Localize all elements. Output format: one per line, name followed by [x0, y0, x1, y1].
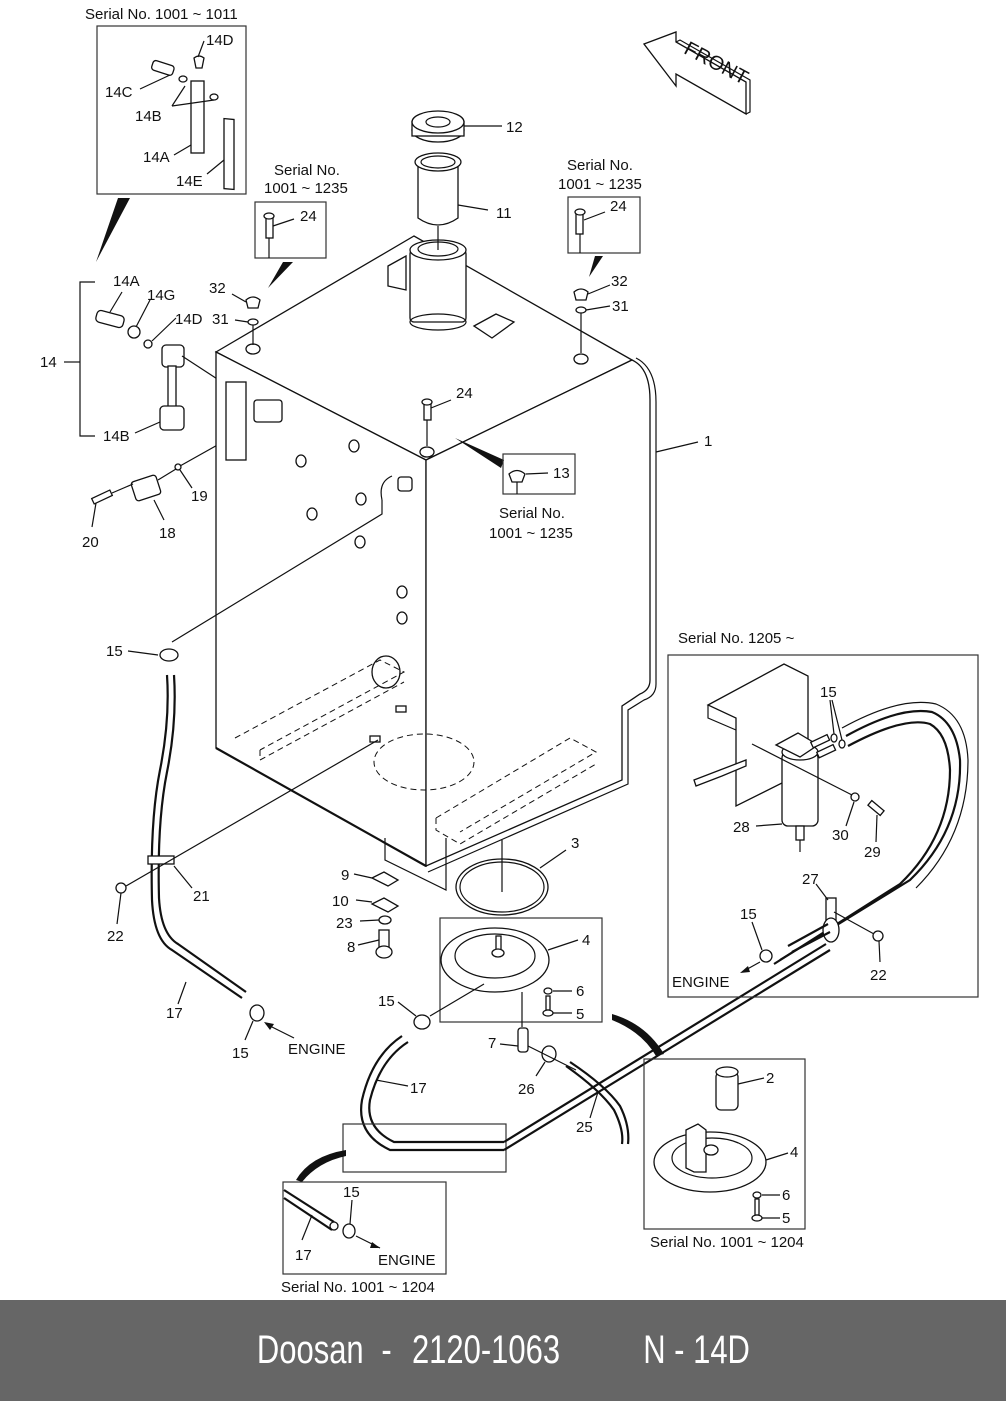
- serial-note-strainer: Serial No. 1001 ~ 1204: [650, 1234, 804, 1251]
- callout-21: 21: [193, 888, 210, 905]
- callout-26: 26: [518, 1081, 535, 1098]
- engine-label-filter-box: ENGINE: [672, 974, 730, 991]
- callout-12: 12: [506, 119, 523, 136]
- callout-18: 18: [159, 525, 176, 542]
- callout-15-engine-filter: 15: [740, 906, 757, 923]
- callout-32-right: 32: [611, 273, 628, 290]
- callout-14B: 14B: [103, 428, 130, 445]
- callout-17-center: 17: [410, 1080, 427, 1097]
- callout-14D: 14D: [175, 311, 203, 328]
- callout-14G: 14G: [147, 287, 175, 304]
- callout-10: 10: [332, 893, 349, 910]
- callout-24-mid: 24: [456, 385, 473, 402]
- callout-15-filter: 15: [820, 684, 837, 701]
- detail-box-bolt-left: Serial No. 1001 ~ 1235 24 32 31: [209, 162, 348, 345]
- callout-4-box: 4: [790, 1144, 798, 1161]
- cover-plate-parts: 19 18 20: [82, 419, 263, 551]
- filler-cap-and-strainer: 12 11: [411, 110, 523, 250]
- footer-banner: Doosan - 2120-1063 N - 14D: [0, 1300, 1006, 1401]
- callout-7: 7: [488, 1035, 496, 1052]
- callout-5: 5: [576, 1006, 584, 1023]
- serial-note-cap-l2: 1001 ~ 1235: [489, 525, 573, 542]
- return-hose-left: 15 21 22 17 15 ENGINE: [106, 500, 383, 1062]
- callout-31-right: 31: [612, 298, 629, 315]
- callout-11: 11: [496, 205, 512, 222]
- callout-5-box: 5: [782, 1210, 790, 1227]
- detail-box-handle-early: Serial No. 1001 ~ 1011 14D 14C 14B 14A 1…: [85, 6, 247, 262]
- part-number: 2120-1063: [411, 1328, 561, 1372]
- engine-label-hose-box: ENGINE: [378, 1252, 436, 1269]
- detail-box-cap-13: 24 13 Serial No. 1001 ~ 1235: [421, 385, 576, 542]
- exploded-parts-diagram: FRONT Serial No. 1001 ~ 1011 14D 14C 14B…: [40, 6, 979, 1296]
- callout-8: 8: [347, 939, 355, 956]
- serial-note-1001-1011: Serial No. 1001 ~ 1011: [85, 6, 238, 23]
- callout-15-upper-left: 15: [106, 643, 123, 660]
- serial-note-hose-box: Serial No. 1001 ~ 1204: [281, 1279, 435, 1296]
- hose-detail-early: 15 17 ENGINE Serial No. 1001 ~ 1204: [281, 1181, 447, 1296]
- handle-assembly-14: 14 14A 14G 14D 14B: [40, 273, 229, 445]
- serial-note-right-l1: Serial No.: [567, 157, 633, 174]
- callout-20: 20: [82, 534, 99, 551]
- callout-14B-detail: 14B: [135, 108, 162, 125]
- callout-27: 27: [802, 871, 819, 888]
- brand-name: Doosan: [256, 1328, 364, 1372]
- suction-plate-detail: 4 6 5: [439, 917, 603, 1027]
- serial-note-right-l2: 1001 ~ 1235: [558, 176, 642, 193]
- callout-9: 9: [341, 867, 349, 884]
- serial-note-1205: Serial No. 1205 ~: [678, 630, 795, 647]
- footer-caption: Doosan - 2120-1063 N - 14D: [249, 1328, 757, 1373]
- callout-13: 13: [553, 465, 570, 482]
- callout-17-left: 17: [166, 1005, 183, 1022]
- callout-28: 28: [733, 819, 750, 836]
- catalog-code: N - 14D: [642, 1328, 750, 1372]
- callout-14D-detail: 14D: [206, 32, 234, 49]
- serial-note-cap-l1: Serial No.: [499, 505, 565, 522]
- callout-6: 6: [576, 983, 584, 1000]
- callout-14: 14: [40, 354, 57, 371]
- callout-17-box: 17: [295, 1247, 312, 1264]
- callout-22-right: 22: [870, 967, 887, 984]
- callout-14A-detail: 14A: [143, 149, 170, 166]
- strainer-detail-early: 2 4 6 5 Serial No. 1001 ~ 1204: [643, 1058, 806, 1251]
- callout-2: 2: [766, 1070, 774, 1087]
- callout-24-right: 24: [610, 198, 627, 215]
- callout-29: 29: [864, 844, 881, 861]
- callout-31-left: 31: [212, 311, 229, 328]
- callout-22-left: 22: [107, 928, 124, 945]
- callout-24-left: 24: [300, 208, 317, 225]
- callout-25: 25: [576, 1119, 593, 1136]
- callout-23: 23: [336, 915, 353, 932]
- callout-14A: 14A: [113, 273, 140, 290]
- callout-4: 4: [582, 932, 590, 949]
- separator: -: [381, 1328, 392, 1372]
- fuel-filter-detail: Serial No. 1205 ~ 28 30 29 15: [667, 630, 979, 998]
- tank-bottom-parts: 9 10 23 8 3: [332, 835, 579, 959]
- callout-3: 3: [571, 835, 579, 852]
- tank-body-1: 1: [214, 235, 712, 873]
- callout-14E: 14E: [176, 173, 203, 190]
- callout-19: 19: [191, 488, 208, 505]
- callout-15-center: 15: [378, 993, 395, 1010]
- callout-6-box: 6: [782, 1187, 790, 1204]
- callout-15-box: 15: [343, 1184, 360, 1201]
- detail-box-bolt-right: Serial No. 1001 ~ 1235 24 32 31: [558, 157, 642, 353]
- callout-15-lower-left: 15: [232, 1045, 249, 1062]
- callout-14C: 14C: [105, 84, 133, 101]
- suction-hose-center: 15 17 7 26 25: [296, 943, 831, 1182]
- callout-1: 1: [704, 433, 712, 450]
- serial-note-left-l2: 1001 ~ 1235: [264, 180, 348, 197]
- serial-note-left-l1: Serial No.: [274, 162, 340, 179]
- callout-32-left: 32: [209, 280, 226, 297]
- callout-30: 30: [832, 827, 849, 844]
- front-direction-arrow: FRONT: [642, 31, 752, 116]
- engine-label-left: ENGINE: [288, 1041, 346, 1058]
